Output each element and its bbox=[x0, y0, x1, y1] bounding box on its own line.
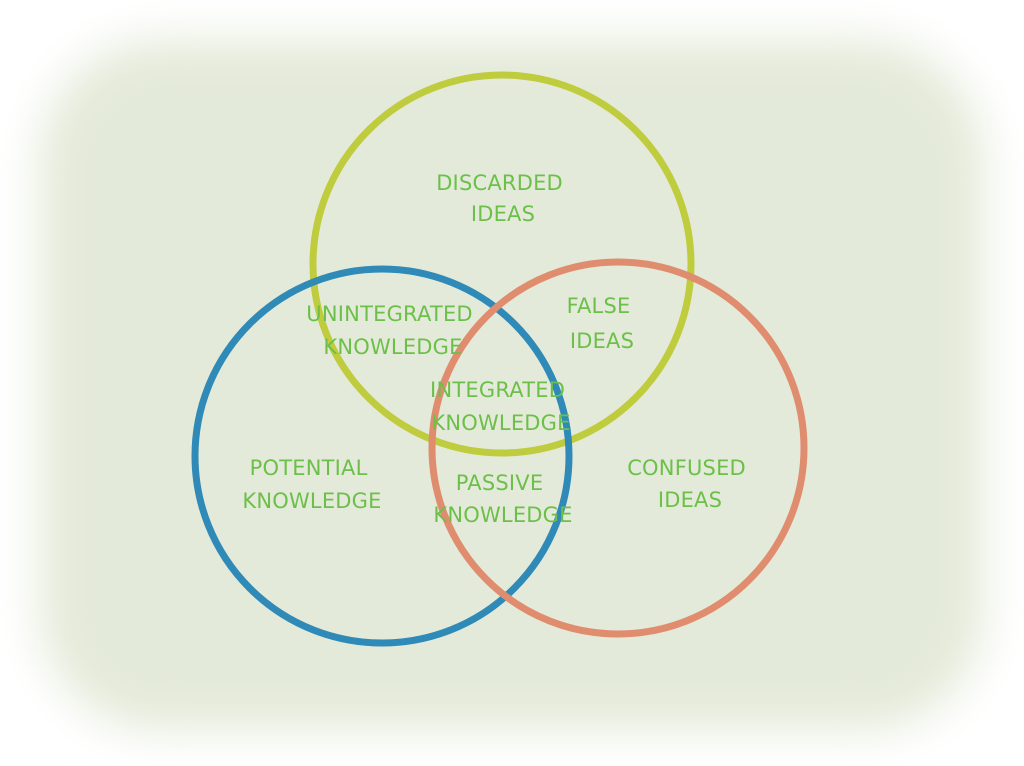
label-passive-knowledge: PASSIVE KNOWLEDGE bbox=[433, 471, 572, 527]
label-false-ideas: FALSE IDEAS bbox=[567, 294, 638, 353]
label-passive-line2: KNOWLEDGE bbox=[433, 503, 572, 527]
top-circle bbox=[309, 71, 695, 457]
label-false-line1: FALSE bbox=[567, 294, 631, 318]
label-confused-ideas: CONFUSED IDEAS bbox=[627, 456, 753, 512]
label-potential-line2: KNOWLEDGE bbox=[242, 489, 381, 513]
background-blob bbox=[40, 40, 984, 730]
label-potential-knowledge: POTENTIAL KNOWLEDGE bbox=[242, 456, 381, 513]
label-integrated-line1: INTEGRATED bbox=[430, 378, 565, 402]
label-confused-line1: CONFUSED bbox=[627, 456, 746, 480]
label-unintegrated-line1: UNINTEGRATED bbox=[306, 302, 473, 326]
background-wash bbox=[40, 40, 984, 730]
right-circle bbox=[428, 258, 808, 638]
label-false-line2: IDEAS bbox=[570, 329, 634, 353]
label-confused-line2: IDEAS bbox=[658, 488, 722, 512]
left-circle bbox=[191, 265, 573, 647]
label-discarded-line1: DISCARDED bbox=[436, 171, 563, 195]
label-discarded-ideas: DISCARDED IDEAS bbox=[436, 171, 570, 226]
label-unintegrated-knowledge: UNINTEGRATED KNOWLEDGE bbox=[306, 302, 479, 359]
label-potential-line1: POTENTIAL bbox=[250, 456, 368, 480]
label-passive-line1: PASSIVE bbox=[456, 471, 544, 495]
label-integrated-knowledge: INTEGRATED KNOWLEDGE bbox=[430, 378, 572, 435]
label-unintegrated-line2: KNOWLEDGE bbox=[323, 335, 462, 359]
label-discarded-line2: IDEAS bbox=[471, 202, 535, 226]
label-integrated-line2: KNOWLEDGE bbox=[431, 411, 570, 435]
